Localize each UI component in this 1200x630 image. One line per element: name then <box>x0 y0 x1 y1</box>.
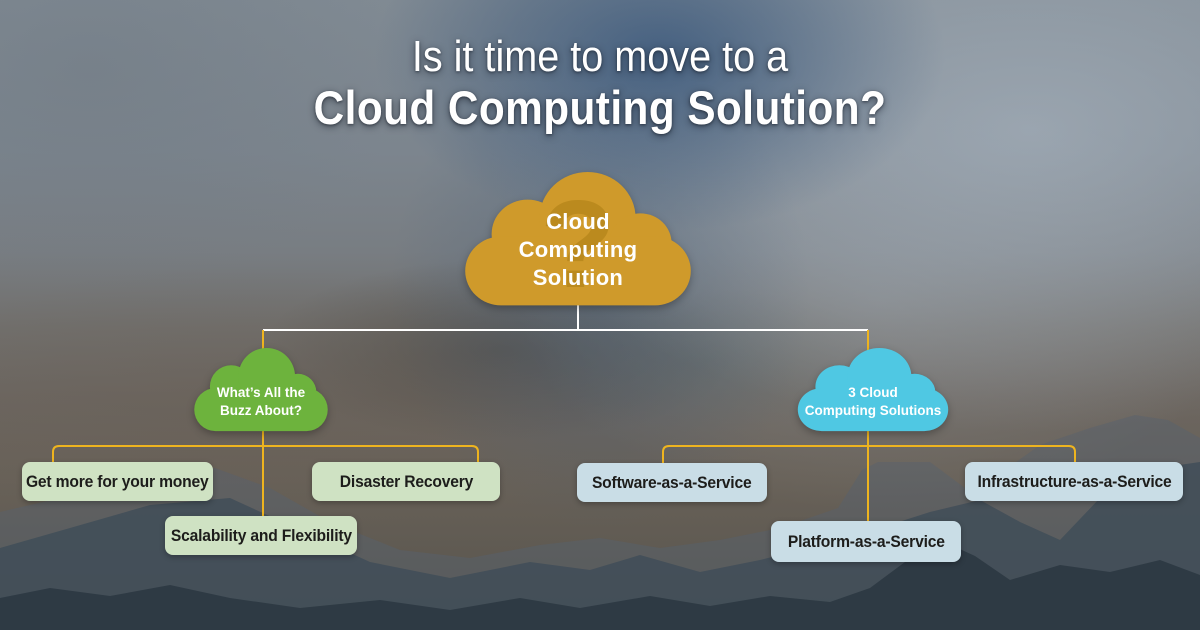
benefit-box-disaster-recovery: Disaster Recovery <box>312 462 500 501</box>
root-cloud-label: Cloud Computing Solution <box>518 209 638 290</box>
headline: Is it time to move to a Cloud Computing … <box>0 32 1200 134</box>
benefit-box-money-label: Get more for your money <box>26 471 209 491</box>
solutions-cloud-node: 3 Cloud Computing Solutions <box>793 348 953 434</box>
solution-box-saas: Software-as-a-Service <box>577 463 767 502</box>
solution-box-iaas: Infrastructure-as-a-Service <box>965 462 1183 501</box>
benefit-box-scalability: Scalability and Flexibility <box>165 516 357 555</box>
question-mark-watermark: ? <box>540 176 616 315</box>
benefit-box-money: Get more for your money <box>22 462 213 501</box>
buzz-cloud-label: What’s All the Buzz About? <box>216 385 306 418</box>
cloud-shape-icon <box>797 348 949 432</box>
headline-line2: Cloud Computing Solution? <box>313 81 887 134</box>
solution-box-paas-label: Platform-as-a-Service <box>787 531 945 551</box>
solution-box-iaas-label: Infrastructure-as-a-Service <box>976 471 1172 491</box>
benefit-box-scalability-label: Scalability and Flexibility <box>170 525 352 545</box>
headline-line1: Is it time to move to a <box>411 32 789 81</box>
benefit-box-disaster-recovery-label: Disaster Recovery <box>339 471 473 491</box>
solutions-cloud-label: 3 Cloud Computing Solutions <box>804 385 942 418</box>
left-branch-bus <box>52 445 479 463</box>
right-branch-bus <box>662 445 1076 464</box>
root-cloud-node: ? Cloud Computing Solution <box>458 172 698 310</box>
cloud-shape-icon <box>194 348 328 432</box>
cloud-shape-icon <box>465 172 691 306</box>
solution-box-paas: Platform-as-a-Service <box>771 521 961 562</box>
solution-box-saas-label: Software-as-a-Service <box>592 472 752 492</box>
mountain-layer-foreground <box>0 540 1200 630</box>
buzz-cloud-node: What’s All the Buzz About? <box>190 348 332 434</box>
